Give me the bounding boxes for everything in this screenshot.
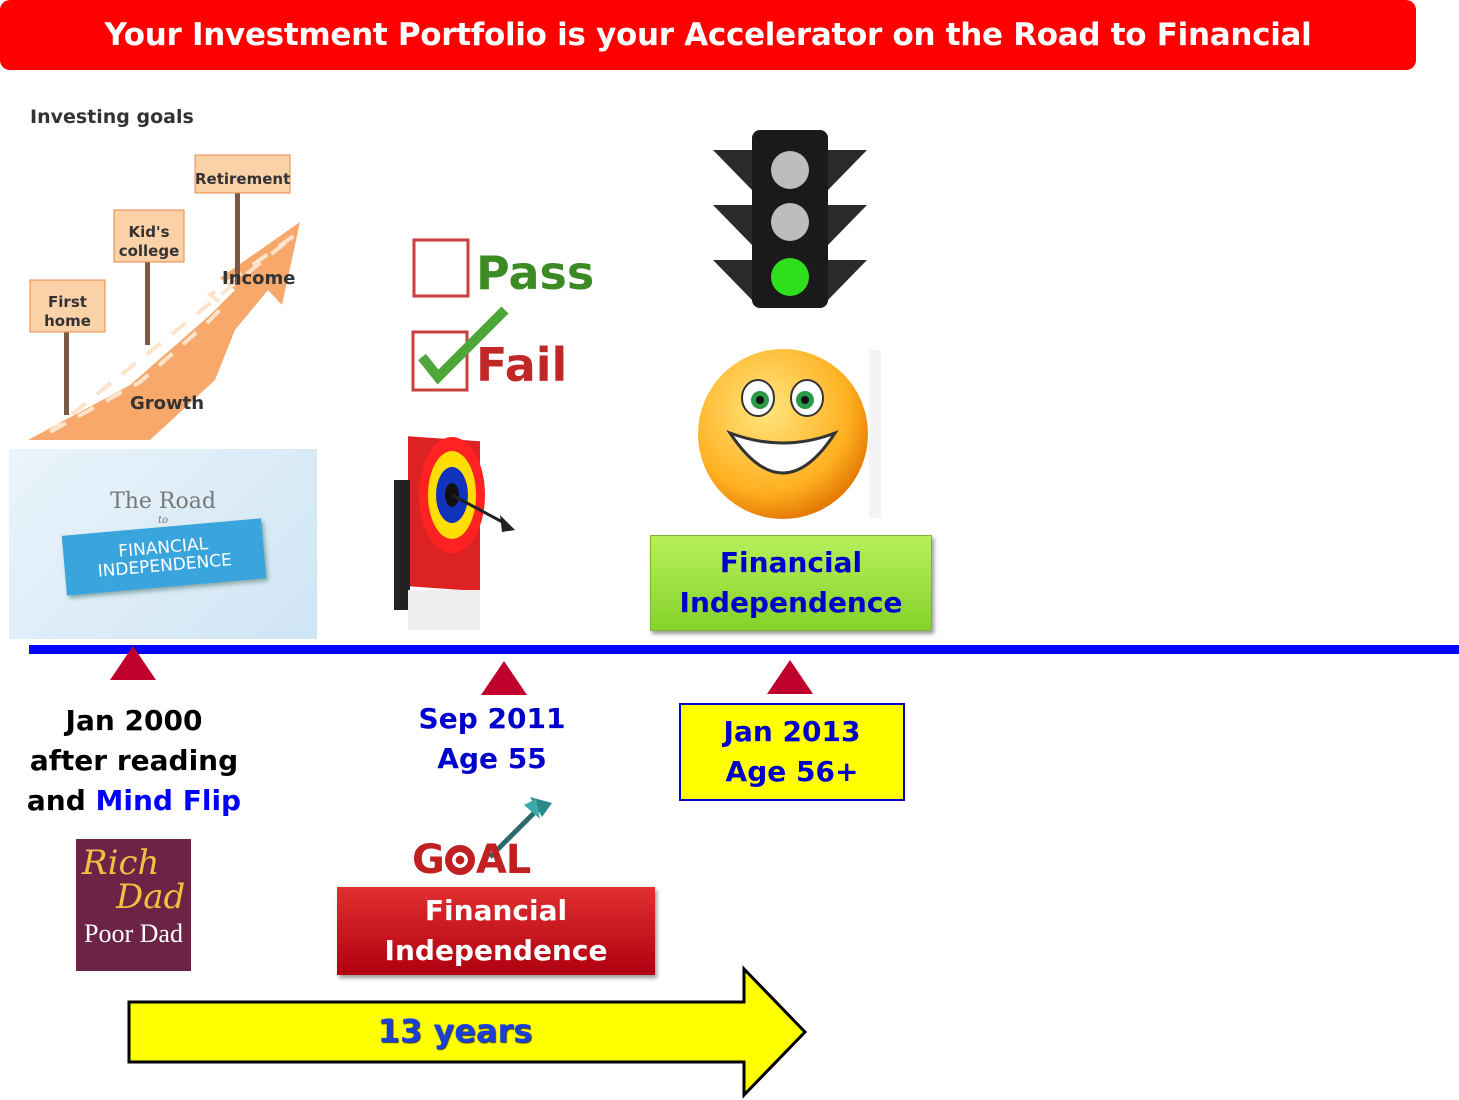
fi-red-line2: Independence (384, 934, 608, 967)
target-icon (394, 436, 515, 630)
book-title-rich: Rich (82, 843, 160, 883)
timeline-line (29, 645, 1459, 654)
fi-green-line1: Financial (719, 546, 863, 579)
financial-independence-green-box: Financial Independence (650, 535, 932, 631)
checkbox-icon (412, 238, 470, 298)
fail-label: Fail (476, 338, 568, 392)
road-to-financial-independence-card: The Road to FINANCIAL INDEPENDENCE (9, 449, 317, 639)
sign-retirement: Retirement (195, 170, 291, 188)
milestone-marker-2013 (767, 660, 813, 694)
sign-first-home: First home (44, 293, 91, 330)
milestone-marker-2011 (481, 661, 527, 695)
duration-label: 13 years (377, 1012, 533, 1050)
growth-label: Growth (130, 393, 205, 414)
check-icon (411, 306, 509, 392)
pass-label: Pass (476, 246, 595, 300)
mind-flip-highlight: Mind Flip (95, 784, 242, 817)
dart-icon (488, 797, 552, 859)
milestone-2000-line3: and Mind Flip (26, 784, 242, 817)
milestone-caption-2000: Jan 2000 after reading and Mind Flip (10, 701, 258, 821)
investing-goals-heading: Investing goals (30, 106, 194, 128)
fi-red-line1: Financial (424, 894, 568, 927)
road-card-to: to (157, 515, 169, 526)
page-title: Your Investment Portfolio is your Accele… (0, 0, 1416, 123)
milestone-caption-2013-box: Jan 2013 Age 56+ (679, 703, 905, 801)
sign-kids-college: Kid's college (118, 223, 180, 260)
milestone-2011-line1: Sep 2011 (418, 702, 566, 735)
road-card-banner-line2: INDEPENDENCE (96, 550, 233, 582)
right-arrow-icon (127, 965, 808, 1099)
investing-goals-road-illustration: Investing goals First home Kid's college… (20, 100, 310, 445)
milestone-2000-line1: Jan 2000 (65, 704, 203, 737)
milestone-2000-line2: after reading (29, 744, 239, 777)
road-arrow-icon (28, 154, 300, 440)
traffic-light-icon (713, 130, 867, 308)
income-label: Income (222, 268, 296, 289)
milestone-2011-line2: Age 55 (437, 742, 547, 775)
book-title-poor-dad: Poor Dad (84, 919, 183, 948)
milestone-2013-line2: Age 56+ (725, 755, 859, 788)
milestone-caption-2011: Sep 2011 Age 55 (392, 699, 592, 779)
rich-dad-poor-dad-book-icon: Rich Dad Poor Dad (76, 839, 191, 971)
road-card-title: The Road (110, 489, 216, 514)
road-card-banner: FINANCIAL INDEPENDENCE (61, 518, 267, 596)
financial-independence-red-box: Financial Independence (337, 887, 655, 975)
smiley-face-icon (698, 349, 881, 519)
fi-green-line2: Independence (679, 586, 903, 619)
milestone-marker-2000 (110, 646, 156, 680)
book-title-dad: Dad (116, 877, 186, 917)
milestone-2013-line1: Jan 2013 (723, 715, 861, 748)
